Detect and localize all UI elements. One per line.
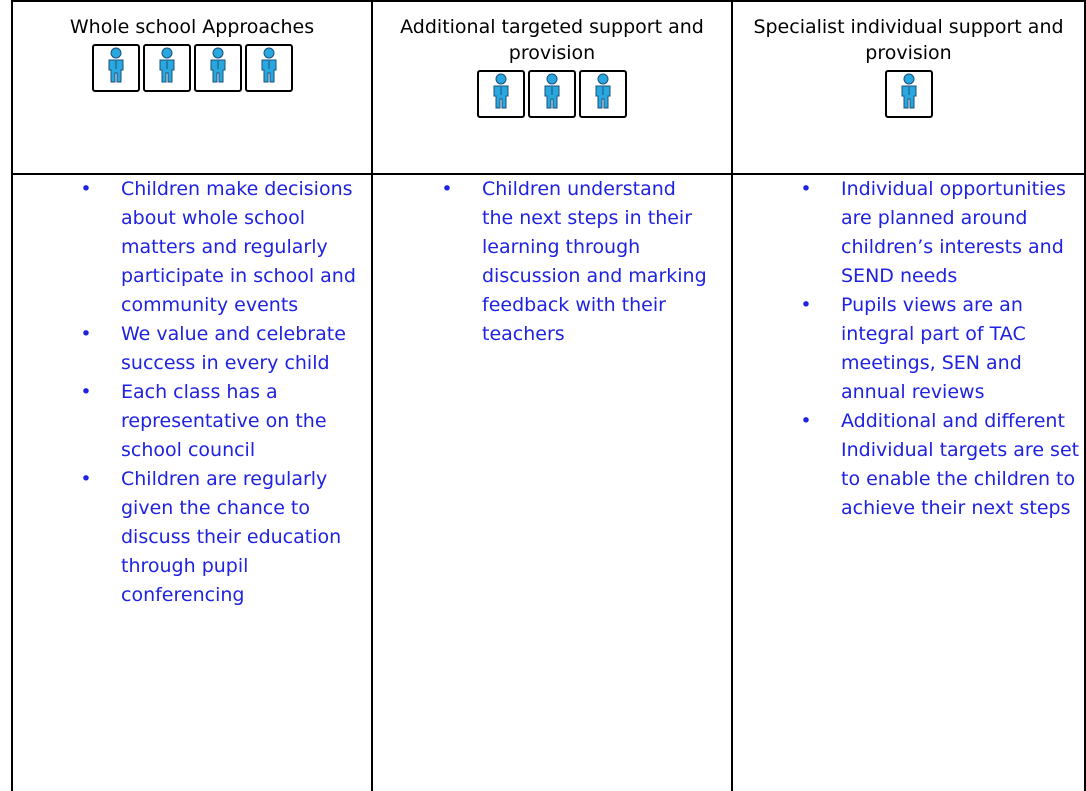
bullet-icon: • — [80, 323, 92, 345]
icon-row — [13, 44, 371, 92]
column-body-whole-school: • Children make decisions about whole sch… — [80, 175, 361, 610]
bullet-icon: • — [80, 178, 92, 200]
list-item: • We value and celebrate success in every… — [80, 320, 361, 378]
person-icon — [898, 73, 920, 116]
person-icon — [105, 47, 127, 90]
column-divider — [371, 0, 373, 791]
list-item: • Children understand the next steps in t… — [441, 175, 712, 349]
icon-row — [733, 70, 1084, 118]
column-body-targeted-support: • Children understand the next steps in t… — [441, 175, 712, 349]
person-icon-frame — [193, 44, 242, 92]
bullet-icon: • — [80, 468, 92, 490]
list-item: • Each class has a representative on the … — [80, 378, 361, 465]
list-item-text: Pupils views are an integral part of TAC… — [841, 294, 1026, 403]
person-icon-frame — [579, 70, 627, 118]
bullet-icon: • — [800, 294, 812, 316]
list-item: • Children are regularly given the chance… — [80, 465, 361, 610]
bullet-list: • Children make decisions about whole sch… — [80, 175, 361, 610]
column-title: Whole school Approaches — [69, 16, 315, 38]
person-icon-frame — [91, 44, 140, 92]
list-item: • Individual opportunities are planned ar… — [800, 175, 1081, 291]
list-item: • Additional and different Individual tar… — [800, 407, 1081, 523]
list-item: • Pupils views are an integral part of TA… — [800, 291, 1081, 407]
bullet-list: • Children understand the next steps in t… — [441, 175, 712, 349]
person-icon-frame — [142, 44, 191, 92]
list-item-text: Each class has a representative on the s… — [121, 381, 327, 461]
person-icon — [207, 47, 229, 90]
column-title: Additional targeted support and provisio… — [400, 16, 704, 64]
person-icon — [258, 47, 280, 90]
list-item-text: Additional and different Individual targ… — [841, 410, 1080, 519]
bullet-icon: • — [80, 381, 92, 403]
header-divider — [13, 0, 1084, 2]
person-icon-frame — [477, 70, 525, 118]
person-icon — [541, 73, 563, 116]
person-icon-frame — [528, 70, 576, 118]
list-item-text: Children understand the next steps in th… — [482, 178, 707, 345]
person-icon — [592, 73, 614, 116]
header-targeted-support: Additional targeted support and provisio… — [373, 0, 731, 173]
person-icon — [156, 47, 178, 90]
provision-table: Whole school Approaches Additional targe… — [11, 0, 1086, 791]
column-body-specialist-support: • Individual opportunities are planned ar… — [800, 175, 1081, 523]
list-item-text: Children are regularly given the chance … — [121, 468, 342, 606]
bullet-icon: • — [800, 178, 812, 200]
bullet-icon: • — [800, 410, 812, 432]
person-icon-frame — [884, 70, 933, 118]
list-item-text: Individual opportunities are planned aro… — [841, 178, 1066, 287]
bullet-list: • Individual opportunities are planned ar… — [800, 175, 1081, 523]
list-item-text: Children make decisions about whole scho… — [121, 178, 356, 316]
list-item-text: We value and celebrate success in every … — [121, 323, 346, 374]
header-divider — [13, 173, 1084, 175]
list-item: • Children make decisions about whole sch… — [80, 175, 361, 320]
header-specialist-support: Specialist individual support and provis… — [733, 0, 1084, 173]
person-icon — [490, 73, 512, 116]
header-whole-school: Whole school Approaches — [13, 0, 371, 173]
icon-row — [373, 70, 731, 118]
column-title: Specialist individual support and provis… — [753, 16, 1064, 64]
bullet-icon: • — [441, 178, 453, 200]
person-icon-frame — [244, 44, 293, 92]
column-divider — [731, 0, 733, 791]
